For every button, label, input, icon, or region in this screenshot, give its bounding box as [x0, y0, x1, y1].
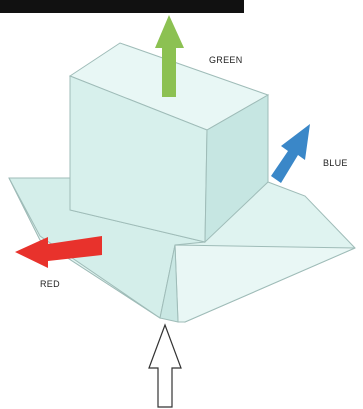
- arrow-up-icon: [155, 15, 184, 97]
- top-bar: [0, 0, 244, 13]
- blue-label: BLUE: [323, 158, 348, 168]
- arrow-up-outline-icon: [148, 323, 182, 408]
- box-right-face: [204, 94, 269, 244]
- arrow-up-right-icon: [271, 124, 310, 183]
- red-label: RED: [40, 279, 60, 289]
- base-left-cap: [8, 177, 161, 319]
- arrow-left-icon: [15, 236, 102, 268]
- base-right-lower-face: [174, 244, 356, 323]
- base-front-face: [159, 244, 179, 323]
- green-label: GREEN: [209, 55, 243, 65]
